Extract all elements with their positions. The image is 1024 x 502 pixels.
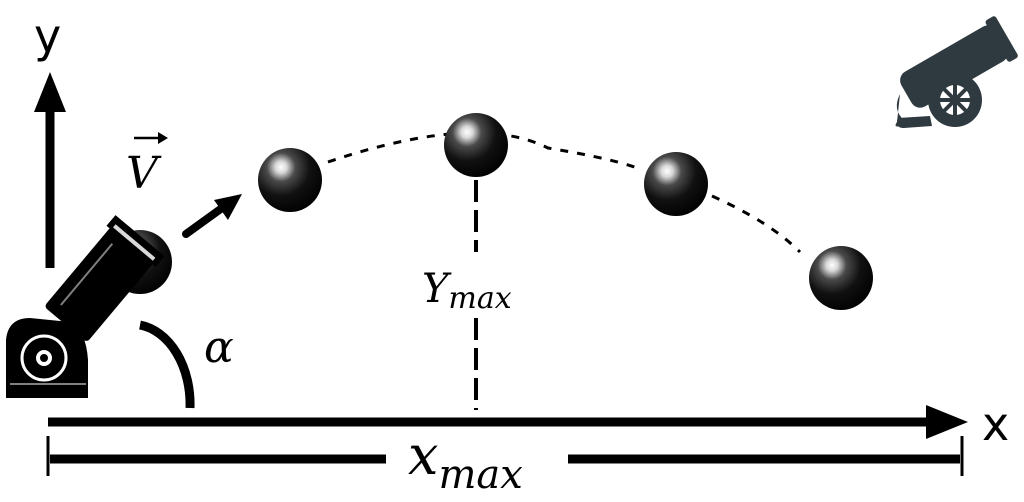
cannon-icon — [6, 215, 165, 398]
y-axis-label: y — [34, 9, 61, 63]
x-max-symbol: x — [408, 424, 438, 487]
x-max-subscript: max — [438, 452, 522, 498]
cannonball-2 — [258, 148, 322, 212]
x-max-marker — [46, 436, 964, 476]
cannonball-4 — [644, 152, 708, 216]
velocity-label: V — [126, 132, 168, 199]
x-axis-label: x — [982, 397, 1009, 451]
launch-angle-arc — [138, 320, 195, 409]
x-max-label: xmax — [408, 424, 523, 498]
cannonball-5 — [809, 246, 873, 310]
y-axis — [34, 72, 66, 268]
y-max-symbol: Y — [422, 266, 452, 312]
y-max-subscript: max — [448, 281, 511, 316]
y-max-label: Ymax — [422, 266, 512, 316]
velocity-symbol: V — [126, 148, 162, 199]
trajectory-path — [327, 131, 802, 254]
velocity-arrow — [182, 194, 242, 238]
angle-label: α — [204, 322, 234, 373]
cannon-logo-icon — [895, 16, 1018, 128]
x-axis — [48, 405, 968, 439]
cannonball-3 — [444, 113, 508, 177]
